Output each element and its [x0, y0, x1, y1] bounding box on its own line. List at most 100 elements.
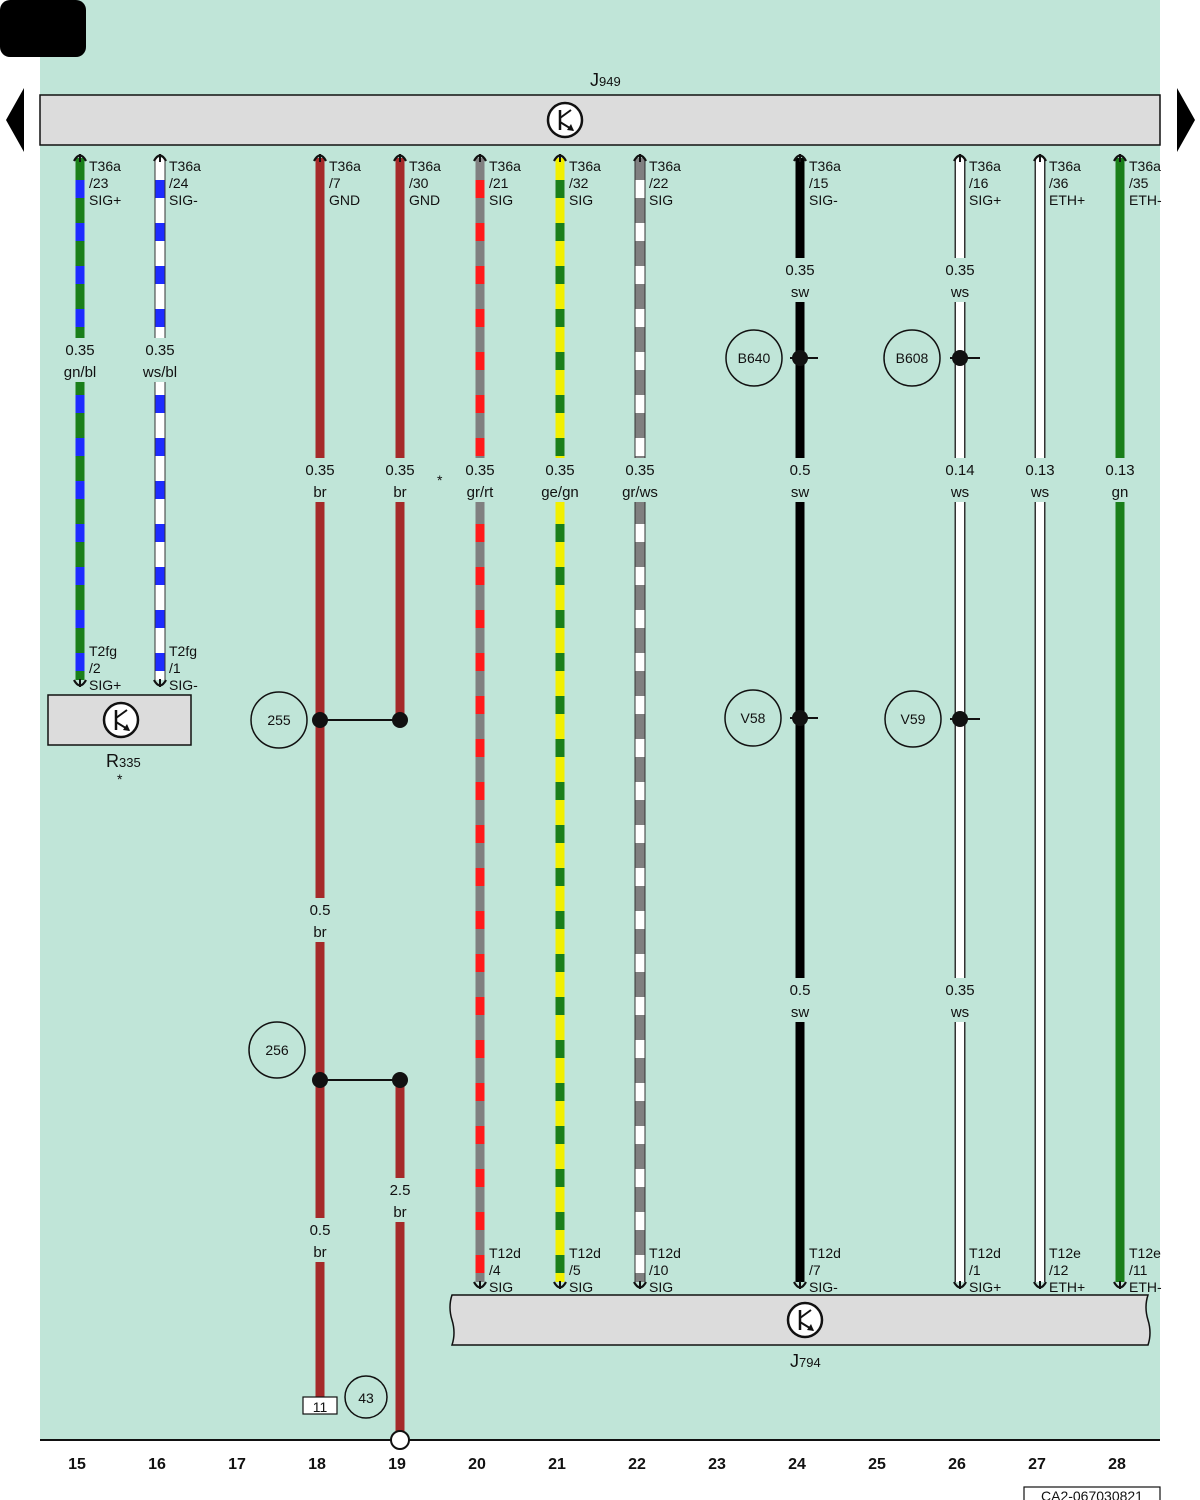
pin-text: SIG-	[169, 677, 198, 693]
wire-color-label: ws	[950, 1004, 969, 1021]
column-number-17: 17	[228, 1456, 246, 1473]
ground-box-label: 11	[313, 1399, 328, 1415]
pin-text: SIG	[569, 192, 593, 208]
pin-text: ETH-	[1129, 1279, 1162, 1295]
pin-text: T12e	[1049, 1245, 1081, 1261]
wire-size-label: 0.35	[625, 462, 654, 479]
pin-text: T36a	[569, 158, 601, 174]
wire-22	[634, 158, 646, 1282]
wire-size-label: 0.5	[310, 1222, 331, 1239]
ground-circle-label: 43	[358, 1390, 374, 1406]
junction-V58: V58	[724, 689, 818, 747]
bottom-unit-transistor-icon	[786, 1301, 824, 1339]
wire-size-label: 0.13	[1025, 462, 1054, 479]
pin-text: /2	[89, 660, 101, 676]
pin-text: /24	[169, 175, 189, 191]
wire-19-lower	[395, 1080, 405, 1432]
pin-text: T36a	[969, 158, 1001, 174]
pin-text: T12d	[489, 1245, 521, 1261]
pin-text: SIG-	[809, 192, 838, 208]
next-page-arrow-icon[interactable]	[1177, 88, 1195, 152]
column-number-25: 25	[868, 1456, 886, 1473]
wire-color-label: br	[313, 1244, 326, 1261]
column-number-24: 24	[788, 1456, 806, 1473]
wire-20	[475, 158, 485, 1282]
pin-text: T36a	[169, 158, 201, 174]
pin-text: T36a	[409, 158, 441, 174]
pin-text: T12d	[569, 1245, 601, 1261]
pin-text: T36a	[89, 158, 121, 174]
pin-text: T36a	[1049, 158, 1081, 174]
pin-text: /32	[569, 175, 589, 191]
page-tab[interactable]	[0, 0, 86, 57]
wire-color-label: ws	[950, 284, 969, 301]
wire-label-16-0: 0.35 ws/bl	[134, 338, 186, 382]
column-number-22: 22	[628, 1456, 646, 1473]
pin-text: T12d	[809, 1245, 841, 1261]
wire-size-label: 0.14	[945, 462, 974, 479]
pin-text: T36a	[1129, 158, 1161, 174]
wire-size-label: 0.35	[465, 462, 494, 479]
wire-size-label: 0.35	[145, 342, 174, 359]
left-unit-transistor-icon	[102, 701, 140, 739]
pin-text: SIG	[489, 192, 513, 208]
wire-size-label: 0.35	[305, 462, 334, 479]
pin-text: /1	[969, 1262, 981, 1278]
pin-text: /10	[649, 1262, 669, 1278]
pin-text: /16	[969, 175, 989, 191]
pin-text: SIG-	[169, 192, 198, 208]
wire-color-label: sw	[791, 284, 810, 301]
pin-text: T12e	[1129, 1245, 1161, 1261]
pin-text: ETH+	[1049, 1279, 1085, 1295]
column-number-19: 19	[388, 1456, 406, 1473]
wire-27	[1034, 158, 1046, 1282]
pin-text: SIG+	[969, 192, 1001, 208]
junction-label: V59	[901, 711, 926, 727]
column-number-21: 21	[548, 1456, 566, 1473]
wire-size-label: 0.35	[385, 462, 414, 479]
junction-label: B640	[738, 350, 771, 366]
wire-size-label: 0.5	[790, 462, 811, 479]
pin-text: /35	[1129, 175, 1149, 191]
wire-label-18-2: 0.5 br	[294, 1218, 346, 1262]
previous-page-arrow-icon[interactable]	[6, 88, 24, 152]
column-number-27: 27	[1028, 1456, 1046, 1473]
pin-text: SIG	[649, 192, 673, 208]
wire-21	[555, 158, 565, 1282]
pin-text: /12	[1049, 1262, 1069, 1278]
column-number-26: 26	[948, 1456, 966, 1473]
pin-text: /30	[409, 175, 429, 191]
pin-text: T36a	[809, 158, 841, 174]
wire-color-label: ws/bl	[142, 364, 177, 381]
pin-text: GND	[409, 192, 440, 208]
pin-text: T2fg	[89, 643, 117, 659]
wire-color-label: br	[313, 924, 326, 941]
pin-text: SIG	[569, 1279, 593, 1295]
junction-B608: B608	[883, 329, 980, 387]
wire-size-label: 0.5	[310, 902, 331, 919]
pin-text: /22	[649, 175, 669, 191]
pin-text: SIG+	[89, 192, 121, 208]
wire-size-label: 0.35	[545, 462, 574, 479]
pins-layer: T36a/23SIG+T2fg/2SIG+T36a/24SIG-T2fg/1SI…	[73, 154, 1162, 1295]
wire-color-label: gn/bl	[64, 364, 97, 381]
reference-box	[1023, 1486, 1161, 1500]
wire-end-terminal	[390, 1430, 410, 1450]
